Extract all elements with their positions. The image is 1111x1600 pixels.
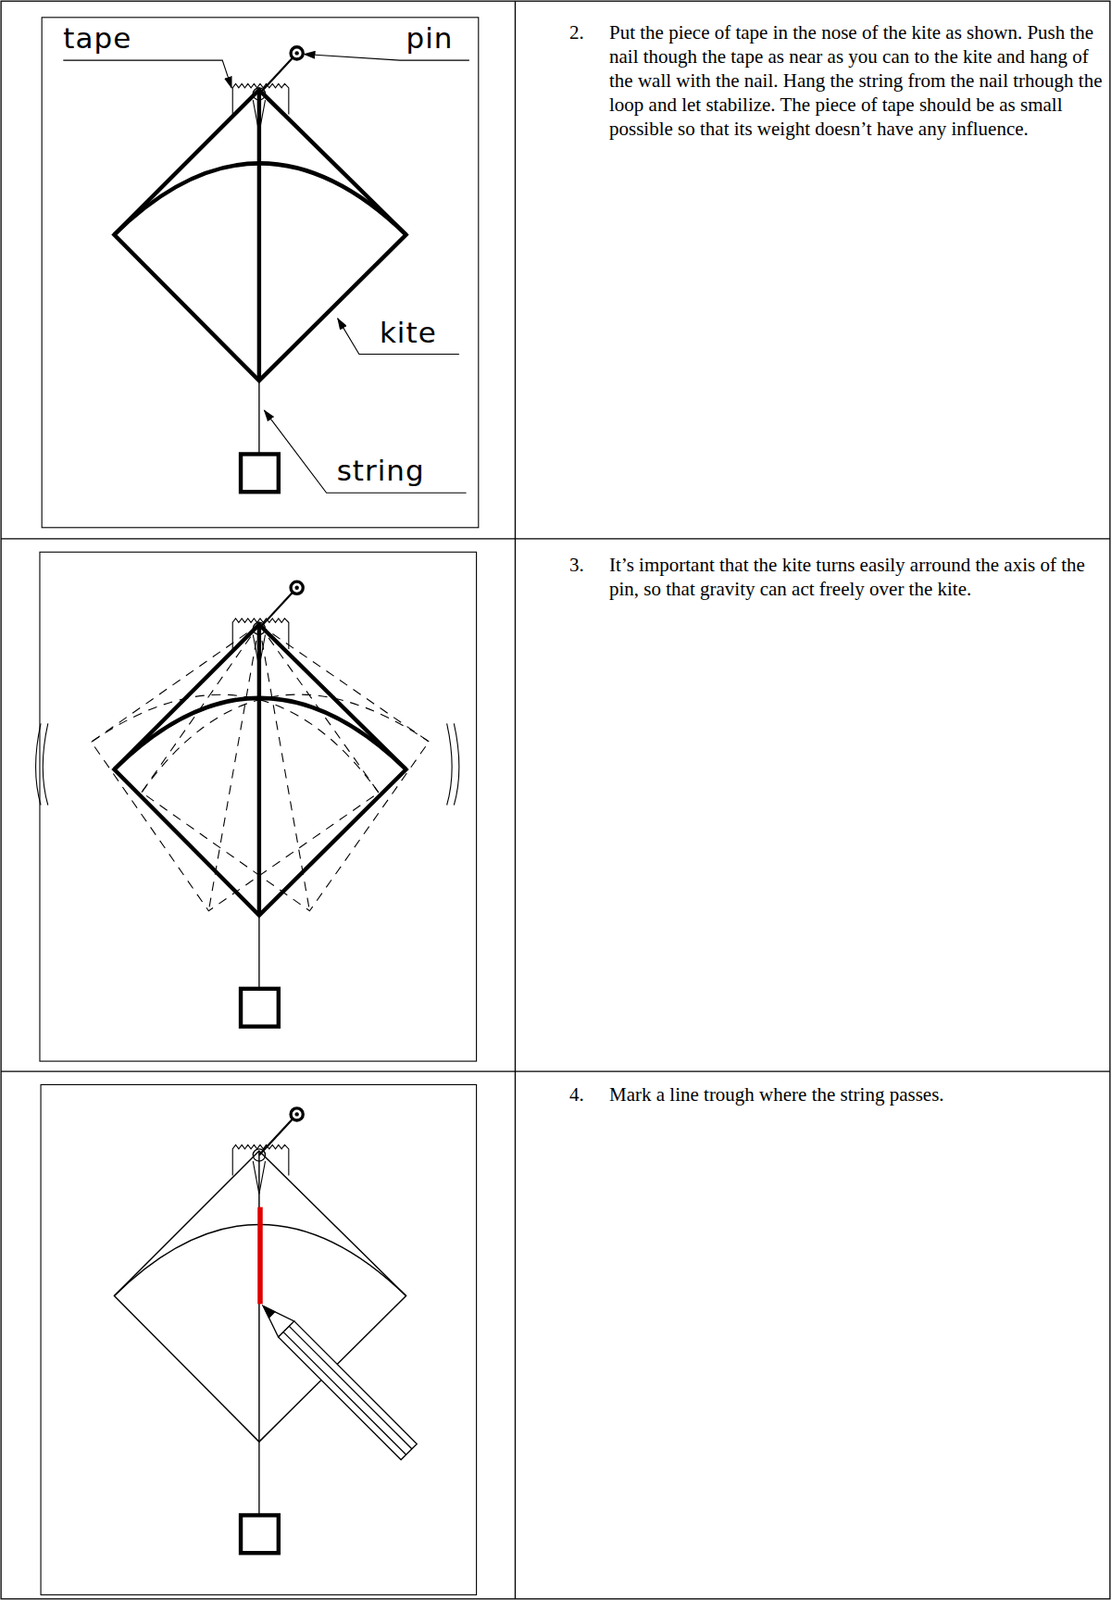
step-text: Mark a line trough where the string pass… [609, 1082, 1104, 1107]
kite-figure [62, 47, 470, 494]
step-number: 4. [569, 1082, 585, 1107]
swinging-kite-figure [36, 581, 460, 1026]
step-number: 2. [569, 20, 585, 45]
step-text: It’s important that the kite turns easil… [609, 552, 1104, 601]
part-label: pin [406, 22, 454, 54]
part-label: kite [379, 316, 437, 349]
part-label: tape [62, 22, 132, 54]
part-label: string [337, 454, 425, 487]
step-number: 3. [569, 552, 585, 577]
marking-figure [113, 1108, 417, 1553]
step-text: Put the piece of tape in the nose of the… [609, 20, 1104, 141]
